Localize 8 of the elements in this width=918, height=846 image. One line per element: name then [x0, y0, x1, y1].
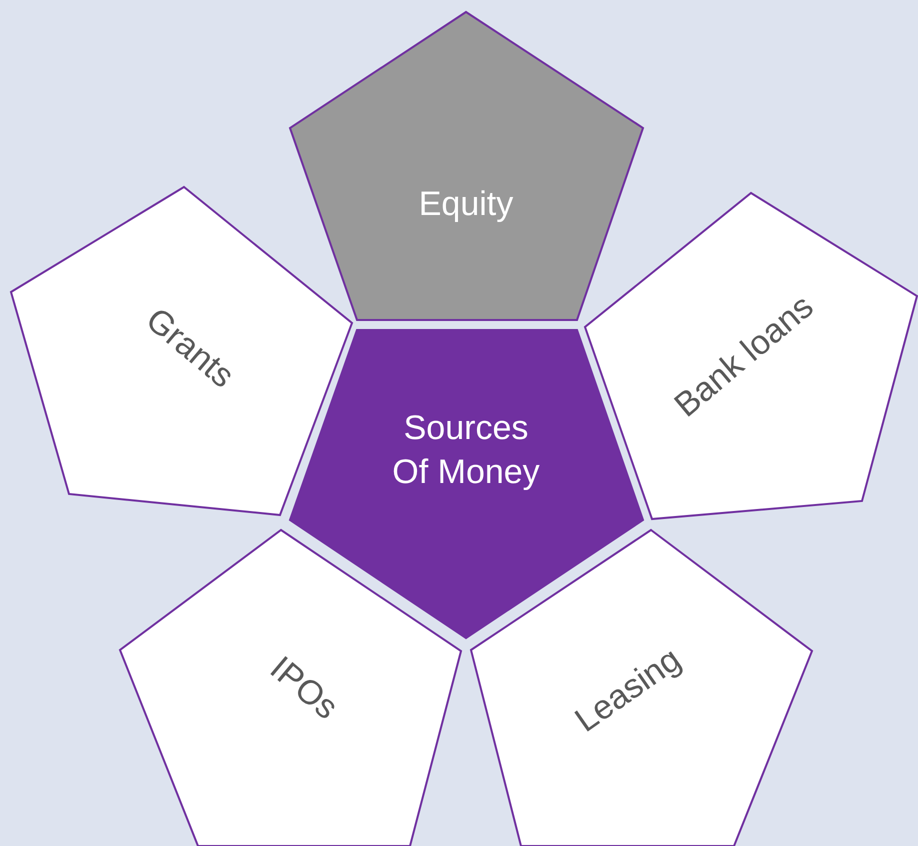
grants-pentagon [10, 186, 354, 516]
equity-pentagon [288, 10, 644, 321]
center-pentagon [288, 329, 644, 640]
leasing-pentagon [470, 528, 814, 846]
node-label: Sources Of Money [391, 408, 541, 493]
bank-loans-pentagon [584, 192, 918, 520]
ipos-pentagon [118, 528, 462, 846]
node-label: Equity [418, 184, 514, 225]
